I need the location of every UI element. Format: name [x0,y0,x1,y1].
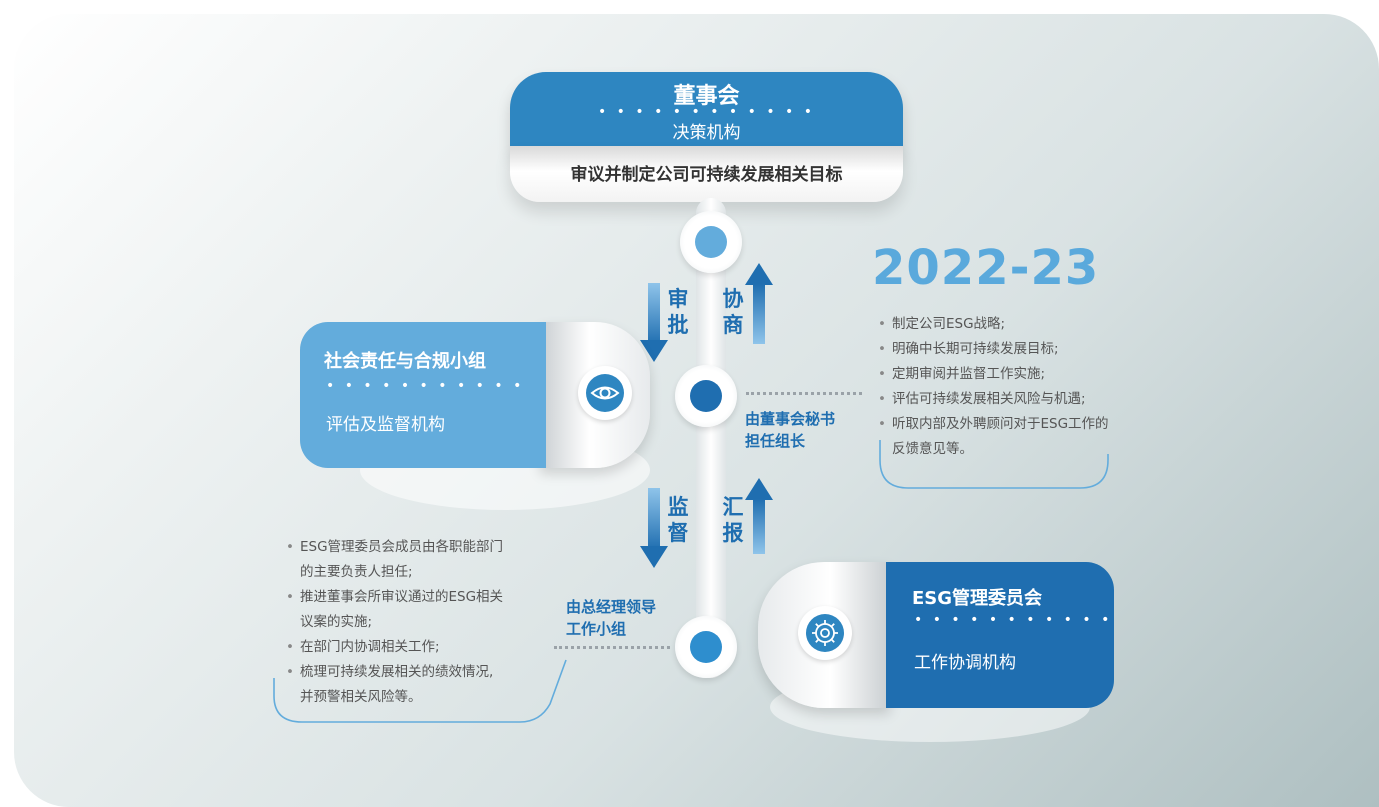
board-card-header [510,72,903,152]
board-subtitle: 决策机构 [672,123,741,143]
committee-item-continued: 的主要负责人担任; [300,564,413,580]
board-title: 董事会 [673,84,740,109]
approve-label: 审批 [666,286,690,338]
year-item: 制定公司ESG战略; [876,312,1156,337]
supervise-label: 监督 [666,494,690,546]
year-block-list: 制定公司ESG战略; 明确中长期可持续发展目标; 定期审阅并监督工作实施; 评估… [876,312,1156,462]
board-card-body [510,146,903,202]
node-bottom-dot [690,631,722,663]
year-item: 定期审阅并监督工作实施; [876,362,1156,387]
csr-title: 社会责任与合规小组 [324,351,486,372]
report-label-text: 汇报 [722,495,744,545]
node-top-dot [695,226,727,258]
approve-arrow-head [640,340,668,362]
report-arrow [753,499,765,554]
approve-arrow [648,283,660,345]
committee-block-list: ESG管理委员会成员由各职能部门 的主要负责人担任; 推进董事会所审议通过的ES… [284,535,564,710]
committee-item-continued: 议案的实施; [300,614,373,630]
esg-leader-line2: 工作小组 [566,620,627,638]
node-middle-dot [690,380,722,412]
year-item: 评估可持续发展相关风险与机遇; [876,387,1156,412]
csr-leader-line2: 担任组长 [745,432,806,450]
csr-subtitle: 评估及监督机构 [326,415,445,435]
year-heading: 2022-23 [872,240,1100,296]
committee-item: 梳理可持续发展相关的绩效情况, [284,660,564,685]
consult-label: 协商 [721,286,745,338]
year-item-continued: 反馈意见等。 [892,441,973,457]
consult-arrow-head [745,263,773,285]
committee-block-bracket [273,659,567,723]
year-item: 听取内部及外聘顾问对于ESG工作的 [876,412,1156,437]
esg-title: ESG管理委员会 [912,588,1043,609]
esg-card [886,562,1114,708]
board-description: 审议并制定公司可持续发展相关目标 [570,165,843,185]
eye-icon [586,374,624,412]
approve-label-text: 审批 [667,287,689,337]
board-dots: • • • • • • • • • • • • [597,104,816,120]
csr-card [300,322,546,468]
gear-icon [806,614,844,652]
esg-leader-line1: 由总经理领导 [566,598,657,616]
consult-arrow [753,284,765,344]
consult-label-text: 协商 [722,287,744,337]
esg-leader-connector [554,646,670,649]
supervise-label-text: 监督 [667,495,689,545]
committee-item-continued: 并预警相关风险等。 [300,689,422,705]
report-label: 汇报 [721,494,745,546]
central-connector [696,198,726,678]
committee-item: 在部门内协调相关工作; [284,635,564,660]
supervise-arrow-head [640,546,668,568]
csr-dots: • • • • • • • • • • • [326,378,525,394]
year-block-bracket [879,440,1109,489]
csr-leader-connector [746,392,862,395]
committee-item: ESG管理委员会成员由各职能部门 [284,535,564,560]
committee-item: 推进董事会所审议通过的ESG相关 [284,585,564,610]
esg-dots: • • • • • • • • • • • [914,612,1113,628]
supervise-arrow [648,488,660,550]
year-item: 明确中长期可持续发展目标; [876,337,1156,362]
csr-leader-line1: 由董事会秘书 [745,410,836,428]
esg-subtitle: 工作协调机构 [914,653,1016,673]
report-arrow-head [745,478,773,500]
